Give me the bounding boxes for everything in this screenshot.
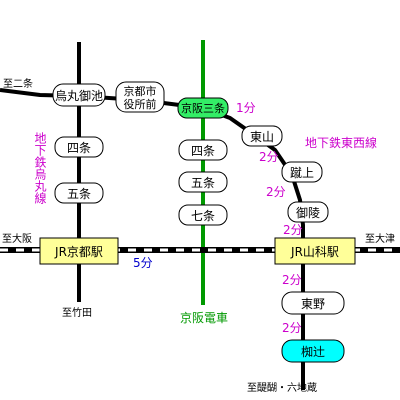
station-keihan-sanjo[interactable]: 京阪三条 xyxy=(177,97,229,119)
station-gojo-subway[interactable]: 五条 xyxy=(54,182,104,204)
station-misasagi[interactable]: 御陵 xyxy=(287,201,329,223)
station-higashiyama[interactable]: 東山 xyxy=(241,125,283,147)
station-higashino[interactable]: 東野 xyxy=(281,291,345,315)
time-sanjo-higashiyama: 1分 xyxy=(236,101,256,115)
label-to-nijo: 至二条 xyxy=(3,77,33,90)
label-to-osaka: 至大阪 xyxy=(2,232,32,245)
svg-text:椥辻: 椥辻 xyxy=(301,345,325,359)
svg-text:役所前: 役所前 xyxy=(124,97,157,111)
station-kyoto-shiyakusho-mae[interactable]: 京都市 役所前 xyxy=(115,81,165,113)
label-to-daigo: 至醍醐・六地蔵 xyxy=(247,381,317,394)
station-jr-kyoto[interactable]: JR京都駅 xyxy=(39,237,119,265)
svg-text:七条: 七条 xyxy=(191,209,215,223)
time-yamashina-higashino: 2分 xyxy=(282,273,302,287)
svg-text:四条: 四条 xyxy=(67,141,91,155)
station-nagitsuji[interactable]: 椥辻 xyxy=(281,339,345,363)
station-jr-yamashina[interactable]: JR山科駅 xyxy=(274,237,356,265)
svg-text:東野: 東野 xyxy=(301,297,325,311)
time-keage-misasagi: 2分 xyxy=(266,185,286,199)
svg-text:東山: 東山 xyxy=(250,130,274,144)
label-to-otsu: 至大津 xyxy=(365,232,395,245)
svg-text:御陵: 御陵 xyxy=(296,205,320,220)
time-higashiyama-keage: 2分 xyxy=(259,150,279,164)
station-gojo-keihan[interactable]: 五条 xyxy=(178,171,228,193)
label-keihan-line: 京阪電車 xyxy=(180,311,228,325)
svg-text:四条: 四条 xyxy=(191,144,215,158)
svg-text:JR京都駅: JR京都駅 xyxy=(54,245,103,259)
station-karasuma-oike[interactable]: 烏丸御池 xyxy=(52,83,106,107)
label-to-takeda: 至竹田 xyxy=(62,306,92,319)
label-tozai-line: 地下鉄東西線 xyxy=(305,135,377,150)
label-karasuma-line: 地下鉄烏丸線 xyxy=(33,132,47,204)
svg-text:五条: 五条 xyxy=(67,187,91,201)
svg-text:京阪三条: 京阪三条 xyxy=(181,101,225,115)
station-shijo-keihan[interactable]: 四条 xyxy=(178,139,228,161)
station-shijo-subway[interactable]: 四条 xyxy=(54,136,104,158)
time-kyoto-yamashina: 5分 xyxy=(133,256,153,270)
svg-text:JR山科駅: JR山科駅 xyxy=(290,245,339,259)
time-misasagi-yamashina: 2分 xyxy=(283,223,303,237)
svg-text:烏丸御池: 烏丸御池 xyxy=(55,88,103,103)
svg-text:蹴上: 蹴上 xyxy=(290,166,314,180)
svg-text:五条: 五条 xyxy=(191,176,215,190)
svg-text:京都市: 京都市 xyxy=(124,84,157,98)
time-higashino-nagitsuji: 2分 xyxy=(282,321,302,335)
station-shichijo[interactable]: 七条 xyxy=(178,204,228,226)
station-keage[interactable]: 蹴上 xyxy=(281,161,323,183)
